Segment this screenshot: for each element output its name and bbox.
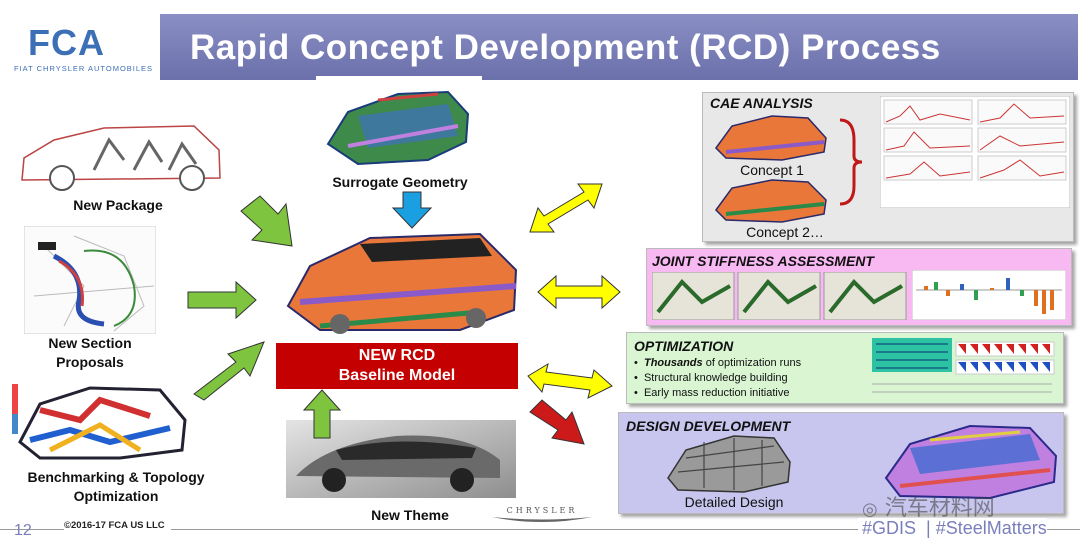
benchmark-label: Benchmarking & Topology Optimization xyxy=(6,468,226,506)
cae-result-plots xyxy=(880,96,1070,208)
detailed-design-label: Detailed Design xyxy=(684,494,784,510)
arrow-yellow-joint xyxy=(537,274,621,310)
footer-divider xyxy=(0,529,1080,530)
optimization-bullet-3: • Early mass reduction initiative xyxy=(634,387,790,399)
section-proposals-image xyxy=(24,226,156,334)
optimization-bullet-1-em: Thousands xyxy=(643,357,703,369)
wechat-icon: ◎ xyxy=(862,499,878,520)
detailed-design-car xyxy=(667,435,791,493)
design-development-car xyxy=(884,424,1058,500)
package-car-sketch xyxy=(21,125,221,191)
optimization-bullet-2-text: Structural knowledge building xyxy=(643,372,788,384)
new-theme-render xyxy=(286,420,516,498)
arrow-green-benchmark xyxy=(193,341,265,401)
copyright: ©2016-17 FCA US LLC xyxy=(64,520,171,531)
chrysler-wings-icon xyxy=(492,517,592,522)
watermark-text: 汽车材料网 xyxy=(884,496,995,521)
title-bar xyxy=(160,14,1078,80)
rcd-baseline-box: NEW RCD Baseline Model xyxy=(276,343,518,389)
optimization-title: OPTIMIZATION xyxy=(634,338,734,354)
benchmark-line2: Optimization xyxy=(73,488,159,504)
joint-stiffness-bar-chart xyxy=(912,270,1066,320)
fca-logo: FCA xyxy=(28,22,105,63)
baseline-line2: Baseline Model xyxy=(338,367,456,384)
benchmark-topology-image xyxy=(12,384,187,460)
new-package-label: New Package xyxy=(73,197,163,213)
optimization-bullet-3-text: Early mass reduction initiative xyxy=(643,387,790,399)
arrow-green-package xyxy=(240,195,293,247)
arrow-blue-surrogate xyxy=(391,191,433,229)
concept2-label: Concept 2… xyxy=(746,224,824,240)
arrow-green-section xyxy=(187,280,257,320)
cae-analysis-title: CAE ANALYSIS xyxy=(710,95,813,111)
new-section-line1: New Section xyxy=(48,335,132,351)
new-theme-label: New Theme xyxy=(371,507,449,523)
benchmark-line1: Benchmarking & Topology xyxy=(27,469,205,485)
page-number: 12 xyxy=(14,522,32,539)
chrysler-logo: CHRYSLER xyxy=(490,506,594,527)
page-title: Rapid Concept Development (RCD) Process xyxy=(190,28,941,67)
arrow-red-design xyxy=(529,399,585,445)
surrogate-geometry-label: Surrogate Geometry xyxy=(332,174,468,190)
footer-hashtags: #GDIS | #SteelMatters xyxy=(858,518,1047,539)
baseline-line1: NEW RCD xyxy=(358,347,436,364)
joint-stiffness-images xyxy=(652,272,907,320)
design-development-title: DESIGN DEVELOPMENT xyxy=(626,418,791,434)
arrow-green-theme xyxy=(302,389,342,439)
new-section-line2: Proposals xyxy=(56,354,124,370)
cae-bracket xyxy=(839,118,863,206)
surrogate-geometry-image xyxy=(326,90,470,166)
rcd-car-model xyxy=(286,232,518,334)
concept2-car xyxy=(715,179,827,223)
chrysler-logo-text: CHRYSLER xyxy=(506,506,578,515)
optimization-bullet-1-rest: of optimization runs xyxy=(702,357,802,369)
arrow-yellow-optimization xyxy=(527,362,613,399)
new-section-label: New Section Proposals xyxy=(20,334,160,372)
watermark: ◎ 汽车材料网 xyxy=(862,490,995,522)
concept1-label: Concept 1 xyxy=(740,162,804,178)
concept1-car xyxy=(715,115,827,161)
optimization-heatmap xyxy=(872,338,1055,393)
optimization-bullet-1: • Thousands of optimization runs xyxy=(634,357,802,369)
title-underline xyxy=(316,76,482,80)
optimization-bullet-2: • Structural knowledge building xyxy=(634,372,788,384)
fca-logo-subtitle: FIAT CHRYSLER AUTOMOBILES xyxy=(14,64,154,73)
arrow-yellow-cae xyxy=(529,183,603,233)
joint-stiffness-title: JOINT STIFFNESS ASSESSMENT xyxy=(652,253,874,269)
